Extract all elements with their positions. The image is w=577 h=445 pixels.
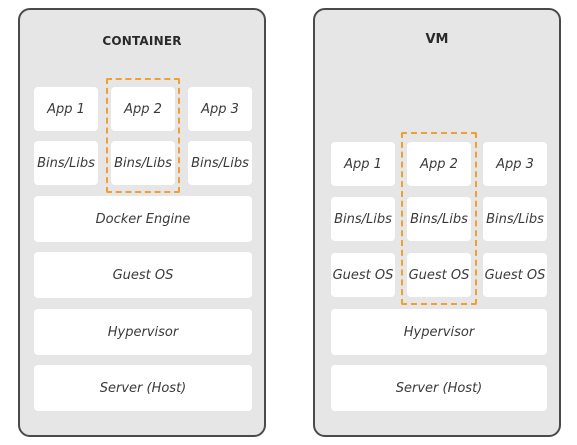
- container-hypervisor-layer: Hypervisor: [34, 309, 252, 355]
- container-bins-libs-3: Bins/Libs: [188, 141, 252, 185]
- container-panel: CONTAINER App 1 App 2 App 3 Bins/Libs Bi…: [18, 8, 266, 437]
- container-bins-libs-1: Bins/Libs: [34, 141, 98, 185]
- vm-title: VM: [425, 32, 449, 47]
- container-title: CONTAINER: [102, 34, 182, 48]
- vm-server-host-layer: Server (Host): [331, 365, 547, 411]
- container-bins-libs-2: Bins/Libs: [111, 141, 175, 185]
- vm-panel: VM App 1 App 2 App 3 Bins/Libs Bins/Libs…: [313, 8, 561, 437]
- vm-bins-libs-3: Bins/Libs: [483, 197, 547, 241]
- vm-bins-libs-1: Bins/Libs: [331, 197, 395, 241]
- vm-app-1: App 1: [331, 142, 395, 186]
- vm-guest-os-1: Guest OS: [331, 253, 395, 297]
- container-app-1: App 1: [34, 87, 98, 131]
- vm-guest-os-2: Guest OS: [407, 253, 471, 297]
- vm-app-2: App 2: [407, 142, 471, 186]
- vm-app-3: App 3: [483, 142, 547, 186]
- vm-bins-libs-2: Bins/Libs: [407, 197, 471, 241]
- container-server-host-layer: Server (Host): [34, 365, 252, 411]
- container-app-3: App 3: [188, 87, 252, 131]
- container-guest-os-layer: Guest OS: [34, 252, 252, 298]
- container-app-2: App 2: [111, 87, 175, 131]
- docker-engine-layer: Docker Engine: [34, 196, 252, 242]
- vm-hypervisor-layer: Hypervisor: [331, 309, 547, 355]
- vm-guest-os-3: Guest OS: [483, 253, 547, 297]
